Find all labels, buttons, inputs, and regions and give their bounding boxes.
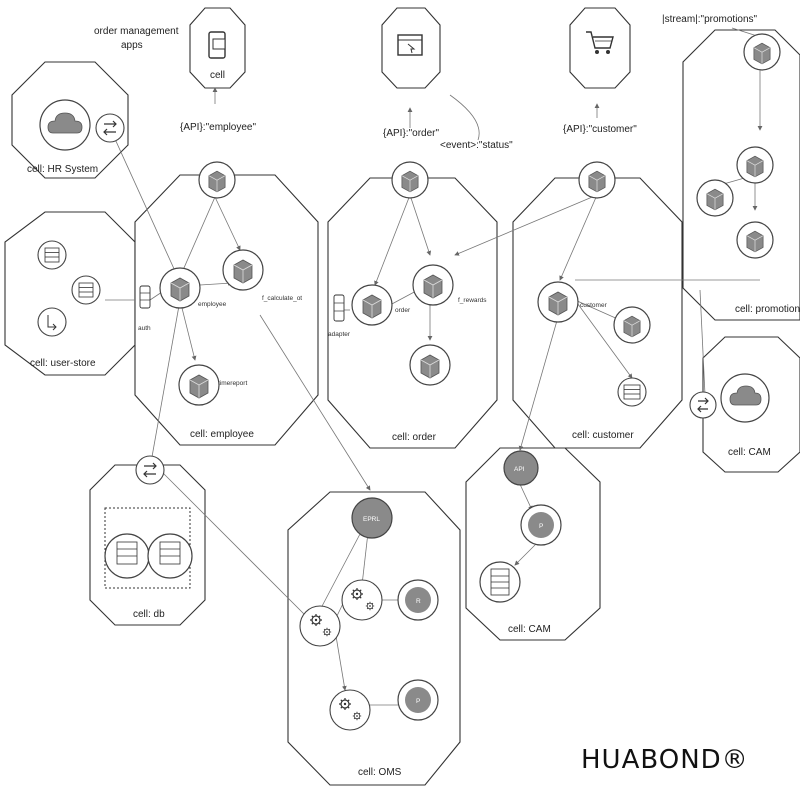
- order-label: order: [395, 307, 411, 314]
- cell-db: [89, 464, 206, 626]
- database-icon: [623, 384, 641, 400]
- f-rewards-label: f_rewards: [458, 297, 487, 304]
- cell-cam-right-label: cell: CAM: [728, 447, 771, 458]
- database-icon: [116, 541, 138, 565]
- oms-r-label: R: [416, 598, 421, 605]
- cell-promotions-label: cell: promotions: [735, 304, 800, 315]
- cell-order-label: cell: order: [392, 432, 437, 443]
- f-calculate-ot-label: f_calculate_ot: [262, 295, 302, 302]
- cell-userstore-label: cell: user-store: [30, 358, 96, 369]
- cam-right-gateway: [689, 391, 717, 419]
- event-status-label: <event>:"status": [440, 140, 513, 151]
- auth-adapter: [139, 285, 151, 309]
- cell-user-store: [4, 211, 136, 376]
- oms-gear-node-2: [299, 605, 341, 647]
- cell-employee: [134, 174, 319, 446]
- cell-order: [327, 177, 498, 449]
- eprl-label: EPRL: [363, 516, 380, 523]
- order-adapter: [333, 294, 345, 322]
- cell-hr-label: cell: HR System: [27, 164, 98, 175]
- adapter-label: adapter: [328, 331, 351, 338]
- employee-label: employee: [198, 301, 227, 308]
- api-employee-label: {API}:"employee": [180, 122, 256, 133]
- database-icon: [78, 282, 94, 298]
- auth-label: auth: [138, 325, 151, 332]
- db-gateway: [135, 455, 165, 485]
- apps-label-line2: apps: [121, 40, 143, 51]
- oms-gear-node-3: [329, 689, 371, 731]
- customer-label: customer: [580, 302, 608, 309]
- cloud-icon: [47, 112, 83, 134]
- arrows-icon: [103, 120, 117, 136]
- cam-p-label: P: [539, 523, 543, 530]
- shopping-cart-icon: [586, 31, 614, 54]
- arrows-icon: [697, 397, 709, 413]
- cloud-icon: [729, 385, 762, 406]
- oms-gear-node-1: [341, 579, 383, 621]
- cell-top-label: cell: [210, 70, 225, 81]
- cell-employee-label: cell: employee: [190, 429, 254, 440]
- user-store-key: [37, 307, 67, 337]
- mobile-app-icon: [208, 31, 226, 59]
- database-icon: [490, 568, 510, 596]
- cell-top-browser: [381, 7, 441, 89]
- cam-api-label: API: [514, 466, 525, 473]
- arrows-icon: [143, 462, 157, 478]
- cell-cam-label: cell: CAM: [508, 624, 551, 635]
- cell-customer-label: cell: customer: [572, 430, 634, 441]
- cell-db-label: cell: db: [133, 609, 165, 620]
- browser-icon: [397, 34, 423, 56]
- oms-eprl-node: [351, 497, 393, 539]
- cell-oms-label: cell: OMS: [358, 767, 402, 778]
- hr-gateway: [95, 113, 125, 143]
- apps-label-line1: order management: [94, 26, 179, 37]
- key-icon: [47, 315, 57, 331]
- api-order-label: {API}:"order": [383, 128, 439, 139]
- timereport-label: timereport: [218, 380, 247, 387]
- database-icon: [44, 247, 60, 263]
- oms-p-label: P: [416, 698, 420, 705]
- cell-customer: [512, 177, 683, 449]
- stream-promotions-label: |stream|:"promotions": [662, 14, 758, 25]
- database-icon: [159, 541, 181, 565]
- brand-watermark: HUABOND®: [581, 745, 749, 775]
- cam-api-node: [503, 450, 539, 486]
- api-customer-label: {API}:"customer": [563, 124, 637, 135]
